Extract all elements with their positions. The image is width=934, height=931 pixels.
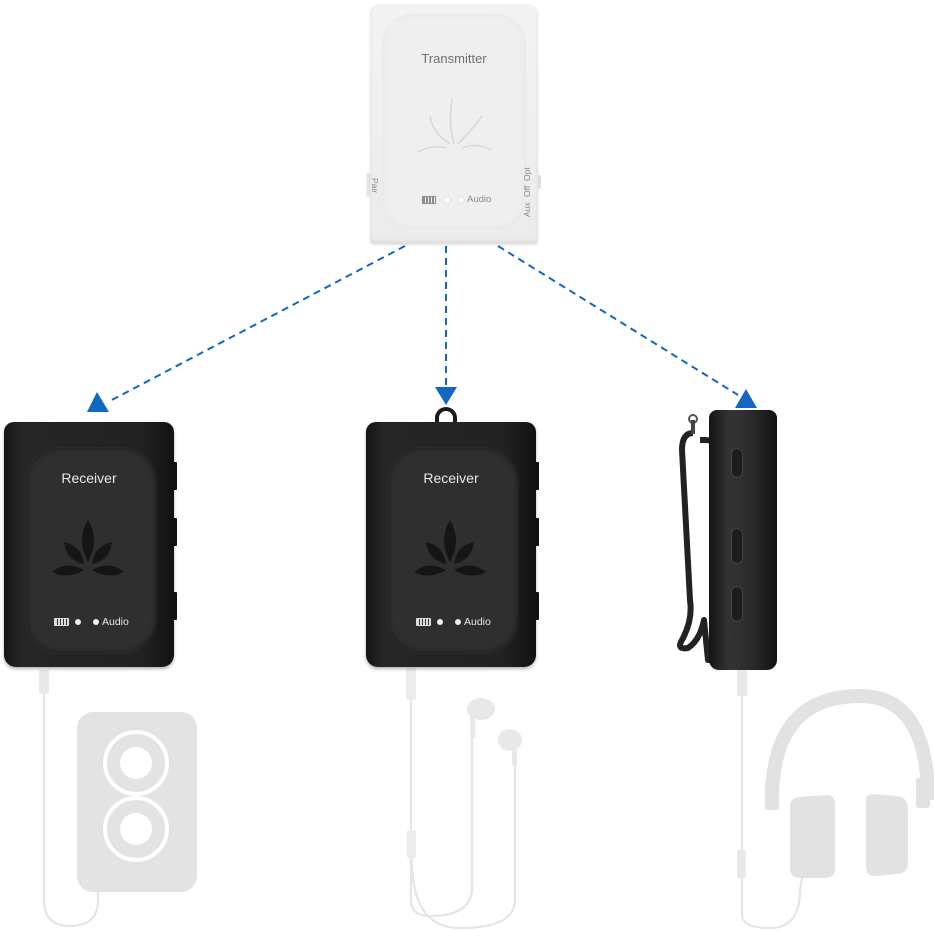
headphone-cable bbox=[740, 688, 807, 930]
earphones-icon bbox=[467, 698, 522, 766]
audio-led bbox=[93, 619, 99, 625]
audio-label: Audio bbox=[464, 616, 491, 628]
power-switch[interactable] bbox=[173, 592, 177, 620]
audio-led bbox=[455, 619, 461, 625]
receiver-left: Receiver Audio bbox=[4, 422, 177, 667]
status-led bbox=[75, 619, 81, 625]
audio-label: Audio bbox=[467, 194, 492, 205]
speaker-cable bbox=[42, 686, 100, 928]
receiver-title: Receiver bbox=[61, 470, 117, 486]
plug-center bbox=[406, 668, 416, 700]
audio-label: Audio bbox=[102, 616, 129, 628]
speaker-icon bbox=[77, 712, 197, 892]
volume-up-button[interactable] bbox=[173, 462, 177, 490]
transmitter-indicators: Audio bbox=[422, 194, 491, 205]
arrowhead-center-icon bbox=[435, 387, 457, 405]
earphone-cable-left bbox=[409, 698, 474, 918]
lotus-logo-icon bbox=[417, 98, 493, 153]
earphone-cable-right bbox=[410, 758, 517, 930]
lotus-logo-icon bbox=[414, 520, 486, 576]
receiver-clip bbox=[709, 410, 777, 670]
volume-down-button[interactable] bbox=[535, 518, 539, 546]
headphones-icon bbox=[765, 688, 934, 878]
receiver-indicators: Audio bbox=[54, 616, 129, 628]
mode-label-opt: Opt bbox=[522, 167, 532, 181]
volume-up-button[interactable] bbox=[731, 528, 743, 564]
arrowhead-left-icon bbox=[87, 392, 109, 412]
battery-icon bbox=[416, 618, 431, 626]
plug-left bbox=[39, 670, 49, 694]
arrow-line-left bbox=[107, 245, 406, 403]
volume-down-button[interactable] bbox=[731, 586, 743, 622]
audio-led bbox=[458, 196, 464, 203]
volume-up-button[interactable] bbox=[535, 462, 539, 490]
mode-switch[interactable] bbox=[535, 175, 541, 189]
receiver-title: Receiver bbox=[423, 470, 479, 486]
transmitter-title: Transmitter bbox=[421, 51, 487, 66]
power-slider[interactable] bbox=[731, 448, 743, 478]
earphone-splitter bbox=[407, 830, 416, 858]
status-led bbox=[444, 196, 450, 203]
pair-label: Pair bbox=[370, 178, 380, 194]
battery-icon bbox=[422, 195, 436, 204]
transmitter-device: Transmitter Audio Pair Aux Off Opt bbox=[370, 4, 538, 244]
status-led bbox=[437, 619, 443, 625]
battery-icon bbox=[54, 618, 69, 626]
volume-down-button[interactable] bbox=[173, 518, 177, 546]
mode-label-off: Off bbox=[522, 185, 532, 197]
mode-label-aux: Aux bbox=[522, 202, 532, 217]
lotus-logo-icon bbox=[52, 520, 124, 576]
transmitter-face bbox=[382, 14, 526, 229]
headphone-plug bbox=[737, 850, 746, 878]
arrow-line-right bbox=[497, 245, 739, 396]
receiver-center: Receiver Audio bbox=[366, 422, 539, 667]
plug-right bbox=[737, 668, 747, 696]
power-switch[interactable] bbox=[535, 592, 539, 620]
arrowhead-right-icon bbox=[735, 389, 757, 408]
receiver-indicators: Audio bbox=[416, 616, 491, 628]
